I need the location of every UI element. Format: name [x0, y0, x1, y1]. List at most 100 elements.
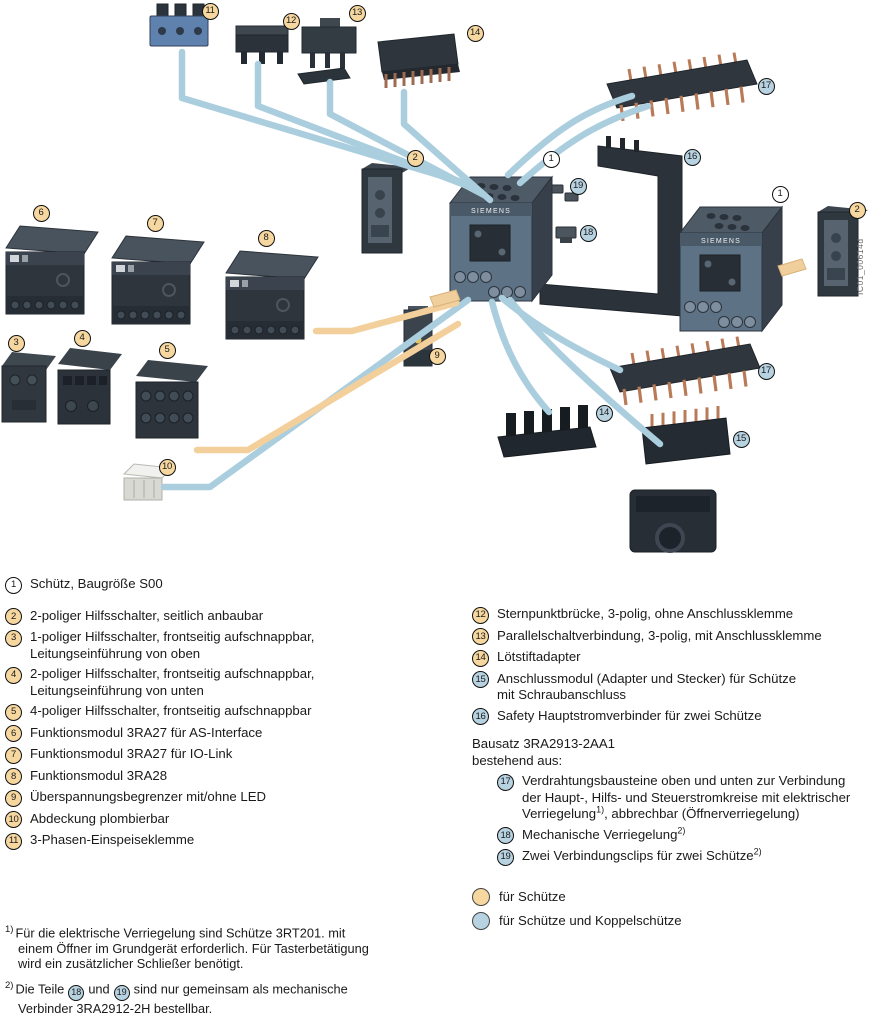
- callout-4: 4: [73, 329, 91, 347]
- legend-item-2: 2 2-poliger Hilfsschalter, seitlich anbau…: [5, 607, 467, 625]
- color-key-row-blue: für Schütze und Koppelschütze: [472, 911, 866, 930]
- component-aux-switch-2pole: [57, 348, 122, 425]
- callout-2: 2: [406, 149, 424, 167]
- legend-text-17: Verdrahtungsbausteine oben und unten zur…: [522, 773, 851, 821]
- legend-text-8: Funktionsmodul 3RA28: [30, 767, 168, 783]
- legend-text-5: 4-poliger Hilfsschalter, frontseitig auf…: [30, 703, 312, 718]
- callout-8: 8: [257, 229, 275, 247]
- legend-text-2: 2-poliger Hilfsschalter, seitlich anbaub…: [30, 607, 264, 623]
- legend-item-3: 3 1-poliger Hilfsschalter, frontseitig au…: [5, 629, 467, 662]
- legend-num-7: 7: [5, 746, 22, 764]
- legend-text-18: Mechanische Verriegelung2): [522, 825, 686, 842]
- bausatz-title: Bausatz 3RA2913-2AA1 bestehend aus:: [472, 735, 866, 769]
- legend-item-15: 15 Anschlussmodul (Adapter und Stecker) f…: [472, 671, 866, 704]
- color-key-dot-orange: [472, 887, 490, 906]
- legend-num-10: 10: [5, 811, 22, 828]
- component-connection-module: [629, 406, 731, 553]
- footnote-2-mid: und: [88, 981, 110, 997]
- footnote-1-line3: wird ein zusätzlicher Schließer benötigt…: [18, 956, 244, 972]
- footnote-2-pre: Die Teile: [15, 981, 65, 997]
- callout-9: 9: [428, 347, 446, 365]
- legend-num-13: 13: [472, 628, 489, 645]
- legend-item-6: 6 Funktionsmodul 3RA27 für AS-Interface: [5, 724, 467, 742]
- legend-num-12: 12: [472, 606, 489, 624]
- component-parallel-link: [297, 18, 357, 85]
- legend-item-7: 7 Funktionsmodul 3RA27 für IO-Link: [5, 746, 467, 764]
- legend-text-15: Anschlussmodul (Adapter und Stecker) für…: [497, 670, 797, 703]
- color-key-label-orange: für Schütze: [499, 889, 566, 904]
- footnote-2-marker: 2): [5, 979, 14, 991]
- callout-11: 11: [201, 2, 219, 20]
- legend-item-11: 11 3-Phasen-Einspeiseklemme: [5, 832, 467, 850]
- color-key-label-blue: für Schütze und Koppelschütze: [499, 913, 682, 928]
- legend-num-2: 2: [5, 608, 22, 625]
- legend-text-19: Zwei Verbindungsclips für zwei Schütze2): [522, 846, 762, 863]
- legend-text-3: 1-poliger Hilfsschalter, frontseitig auf…: [30, 629, 315, 661]
- legend-num-16: 16: [472, 708, 489, 725]
- orange-pad-left: [429, 289, 461, 308]
- legend-text-16: Safety Hauptstromverbinder für zwei Schü…: [497, 707, 762, 723]
- legend-item-16: 16 Safety Hauptstromverbinder für zwei Sc…: [472, 707, 866, 725]
- legend-num-4: 4: [5, 666, 22, 684]
- callout-17: 17: [757, 77, 775, 95]
- footnote-2-line2: Verbinder 3RA2912-2H bestellbar.: [18, 1000, 213, 1016]
- legend-text-7: Funktionsmodul 3RA27 für IO-Link: [30, 746, 233, 761]
- callout-13: 13: [348, 4, 366, 22]
- callout-6: 6: [32, 204, 50, 222]
- callout-5: 5: [158, 341, 176, 359]
- legend-text-1: Schütz, Baugröße S00: [30, 576, 163, 591]
- color-key-dot-blue: [472, 911, 490, 930]
- legend-text-11: 3-Phasen-Einspeiseklemme: [30, 832, 195, 847]
- bausatz-title-line2: bestehend aus:: [472, 753, 563, 768]
- callout-12: 12: [282, 12, 300, 30]
- callout-3: 3: [7, 334, 25, 352]
- safety-connector-pins: [606, 136, 639, 152]
- wires-blue: [160, 48, 664, 491]
- footnote-1-marker: 1): [5, 924, 14, 935]
- figure-id: IC01_00614d: [855, 238, 865, 295]
- callout-1: 1: [542, 150, 560, 168]
- diagram-area: SIEMENS: [1, 2, 869, 553]
- component-connection-clips: [549, 184, 579, 202]
- legend-text-6: Funktionsmodul 3RA27 für AS-Interface: [30, 724, 263, 740]
- inline-callout-18: 18: [68, 984, 85, 1001]
- component-star-point-bridge: [235, 25, 289, 64]
- wires-orange: [193, 299, 462, 454]
- legend-num-15: 15: [472, 671, 489, 688]
- callout-17: 17: [757, 362, 775, 380]
- color-key-row-orange: für Schütze: [472, 887, 866, 906]
- legend-num-6: 6: [5, 725, 22, 742]
- callout-15: 15: [732, 430, 750, 448]
- callout-16: 16: [683, 148, 701, 166]
- color-key: für Schütze für Schütze und Koppelschütze: [472, 887, 866, 930]
- footnote-2-post: sind nur gemeinsam als mechanische: [133, 981, 348, 997]
- legend-num-11: 11: [5, 832, 22, 850]
- legend-text-9: Überspannungsbegrenzer mit/ohne LED: [30, 789, 267, 804]
- footnote-1: 1)Für die elektrische Verriegelung sind …: [5, 922, 435, 972]
- callout-14: 14: [595, 404, 613, 422]
- callout-19: 19: [569, 177, 587, 195]
- callout-14: 14: [466, 24, 484, 42]
- legend-num-3: 3: [5, 629, 22, 647]
- legend-text-14: Lötstiftadapter: [497, 649, 581, 664]
- footnotes: 1)Für die elektrische Verriegelung sind …: [5, 922, 435, 1022]
- inline-callout-19: 19: [113, 984, 130, 1001]
- callout-1: 1: [771, 185, 789, 203]
- component-solder-pin-adapter-bottom: [497, 405, 597, 458]
- legend-text-10: Abdeckung plombierbar: [30, 810, 170, 826]
